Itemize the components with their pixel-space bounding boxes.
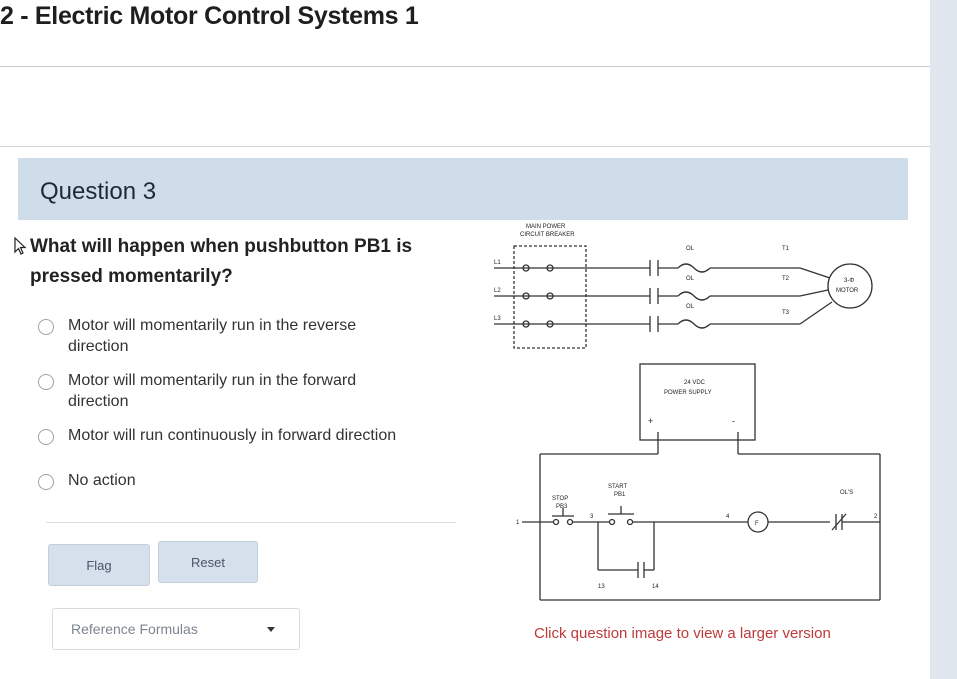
line-label-l1: L1 xyxy=(494,260,501,266)
answer-option-no-action[interactable]: No action xyxy=(38,470,418,491)
overload-contact-label: OL'S xyxy=(840,490,853,496)
answer-option-forward-momentary[interactable]: Motor will momentarily run in the forwar… xyxy=(38,370,418,412)
wire-number: 2 xyxy=(874,514,878,520)
header-divider xyxy=(0,66,940,67)
line-label-l2: L2 xyxy=(494,288,501,294)
answer-option-forward-continuous[interactable]: Motor will run continuously in forward d… xyxy=(38,425,418,446)
stop-button-label: PB3 xyxy=(556,504,568,510)
wire-number: 14 xyxy=(652,584,659,590)
question-text: What will happen when pushbutton PB1 is … xyxy=(30,236,413,287)
power-supply-label: 24 VDC xyxy=(684,380,706,386)
breaker-label: MAIN POWER xyxy=(526,224,566,230)
breaker-label: CIRCUIT BREAKER xyxy=(520,232,575,238)
polarity-minus: - xyxy=(732,416,735,426)
mouse-cursor-icon xyxy=(14,237,27,255)
question-image-circuit-diagram[interactable]: MAIN POWER CIRCUIT BREAKER L1 L2 L3 OL O… xyxy=(480,218,900,620)
answer-option-label: Motor will momentarily run in the revers… xyxy=(68,317,357,355)
flag-button[interactable]: Flag xyxy=(48,544,150,586)
power-supply-label: POWER SUPPLY xyxy=(664,390,712,396)
wire-number: 1 xyxy=(516,520,520,526)
wire-number: 3 xyxy=(590,514,594,520)
answer-option-reverse[interactable]: Motor will momentarily run in the revers… xyxy=(38,315,418,357)
wire-number: 13 xyxy=(598,584,605,590)
section-divider xyxy=(0,146,930,147)
reference-formulas-dropdown[interactable]: Reference Formulas xyxy=(52,608,300,650)
radio-button[interactable] xyxy=(38,474,54,490)
stop-button-label: STOP xyxy=(552,496,568,502)
dropdown-arrow-icon xyxy=(267,627,275,632)
start-button-label: PB1 xyxy=(614,492,626,498)
start-button-label: START xyxy=(608,484,627,490)
course-title: 2 - Electric Motor Control Systems 1 xyxy=(0,2,419,30)
line-label-l3: L3 xyxy=(494,316,501,322)
load-label-t3: T3 xyxy=(782,310,790,316)
question-number: Question 3 xyxy=(40,178,157,205)
reset-button[interactable]: Reset xyxy=(158,541,258,583)
motor-label: 3-Φ xyxy=(844,278,854,284)
overload-label: OL xyxy=(686,276,695,282)
question-header: Question 3 xyxy=(18,158,908,220)
coil-label: F xyxy=(755,521,759,527)
answer-option-label: No action xyxy=(68,472,136,489)
radio-button[interactable] xyxy=(38,429,54,445)
image-caption: Click question image to view a larger ve… xyxy=(534,625,831,642)
wire-number: 4 xyxy=(726,514,730,520)
overload-label: OL xyxy=(686,246,695,252)
answer-option-label: Motor will run continuously in forward d… xyxy=(68,427,397,444)
window-edge xyxy=(930,0,957,679)
polarity-plus: + xyxy=(648,416,653,426)
answer-option-label: Motor will momentarily run in the forwar… xyxy=(68,372,357,410)
options-divider xyxy=(46,522,456,523)
load-label-t1: T1 xyxy=(782,246,790,252)
overload-label: OL xyxy=(686,304,695,310)
motor-label: MOTOR xyxy=(836,288,859,294)
load-label-t2: T2 xyxy=(782,276,790,282)
reference-formulas-label: Reference Formulas xyxy=(71,621,198,637)
radio-button[interactable] xyxy=(38,374,54,390)
radio-button[interactable] xyxy=(38,319,54,335)
